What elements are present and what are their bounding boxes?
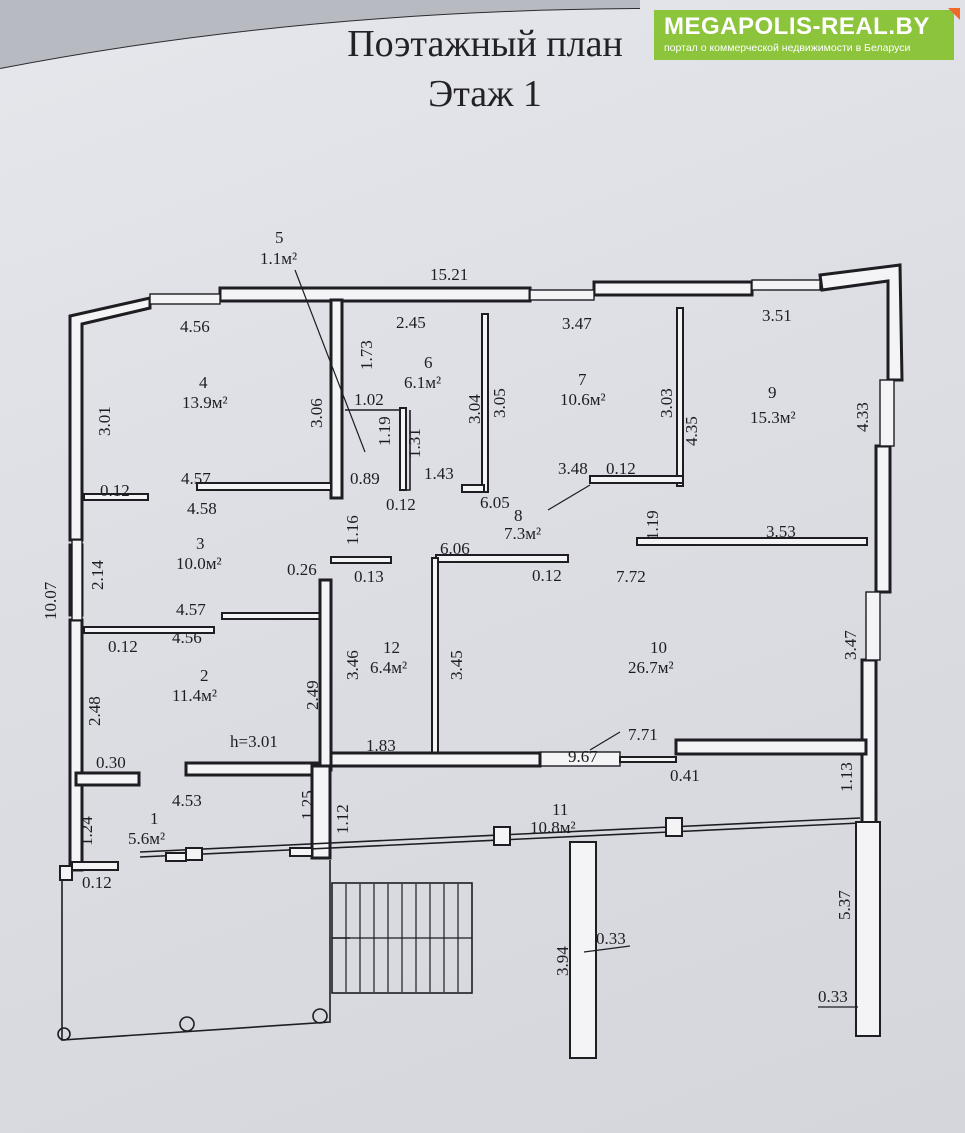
- terrace: [57, 817, 881, 1059]
- dimension: 2.48: [85, 696, 104, 726]
- dimension: 0.33: [596, 929, 626, 948]
- dimension: 2.49: [303, 680, 322, 710]
- windows: [71, 279, 895, 767]
- dimension: 1.24: [77, 816, 96, 846]
- logo-corner-icon: [948, 8, 960, 20]
- room-11-number: 11: [552, 800, 568, 819]
- dimension: 4.35: [682, 416, 701, 446]
- dimension: 0.13: [354, 567, 384, 586]
- room-1-number: 1: [150, 809, 159, 828]
- dimension: 1.13: [837, 762, 856, 792]
- dimension: 4.33: [853, 402, 872, 432]
- dimension: 3.94: [553, 946, 572, 976]
- dimension: 4.58: [187, 499, 217, 518]
- dimension: 1.31: [405, 428, 424, 458]
- dimension: 15.21: [430, 265, 468, 284]
- dimension: 3.48: [558, 459, 588, 478]
- dimension: 0.12: [386, 495, 416, 514]
- dimension: 1.83: [366, 736, 396, 755]
- room-9-number: 9: [768, 383, 777, 402]
- room-10-number: 10: [650, 638, 667, 657]
- dimension: 3.04: [465, 394, 484, 424]
- room-3-area: 10.0м²: [176, 554, 222, 573]
- dimension: 7.72: [616, 567, 646, 586]
- dimension: 1.02: [354, 390, 384, 409]
- dimension: 1.12: [333, 804, 352, 834]
- dimension: 4.56: [172, 628, 202, 647]
- dimension: 1.43: [424, 464, 454, 483]
- dimension: 3.06: [307, 398, 326, 428]
- dimension: 2.45: [396, 313, 426, 332]
- dimension: 3.05: [490, 388, 509, 418]
- dimension: 1.73: [357, 340, 376, 370]
- dimension: 7.71: [628, 725, 658, 744]
- dimension: 4.56: [180, 317, 210, 336]
- room-4-number: 4: [199, 373, 208, 392]
- dimension: 3.45: [447, 650, 466, 680]
- logo-tagline: портал о коммерческой недвижимости в Бел…: [664, 42, 911, 54]
- dimension: 3.53: [766, 522, 796, 541]
- floor-subtitle: Этаж 1: [428, 73, 542, 115]
- ceiling-height: h=3.01: [230, 732, 278, 751]
- dimension: 5.37: [835, 890, 854, 920]
- dimension: 0.30: [96, 753, 126, 772]
- dimension: 3.03: [657, 388, 676, 418]
- room-1-area: 5.6м²: [128, 829, 165, 848]
- room-8-area: 7.3м²: [504, 524, 541, 543]
- room-10-area: 26.7м²: [628, 658, 674, 677]
- room-5-area: 1.1м²: [260, 249, 297, 268]
- room-9-area: 15.3м²: [750, 408, 796, 427]
- room-2-number: 2: [200, 666, 209, 685]
- dimension: 6.05: [480, 493, 510, 512]
- dimension: 4.57: [181, 469, 211, 488]
- dimension: 1.16: [343, 515, 362, 545]
- dimension-labels: 15.21 4.56 2.45 3.47 3.51 1.73 3.06 3.04…: [41, 265, 872, 1006]
- dimension: 2.14: [88, 560, 107, 590]
- dimension: 4.53: [172, 791, 202, 810]
- dimension: 9.67: [568, 747, 598, 766]
- dimension: 0.12: [82, 873, 112, 892]
- dimension: 0.12: [606, 459, 636, 478]
- room-6-area: 6.1м²: [404, 373, 441, 392]
- dimension: 3.47: [841, 630, 860, 660]
- room-5-number: 5: [275, 228, 284, 247]
- plan-title: Поэтажный план: [347, 23, 623, 65]
- room-11-area: 10.8м²: [530, 818, 576, 837]
- room-8-number: 8: [514, 506, 523, 525]
- dimension: 0.12: [108, 637, 138, 656]
- dimension: 0.12: [532, 566, 562, 585]
- dimension: 6.06: [440, 539, 470, 558]
- room-2-area: 11.4м²: [172, 686, 217, 705]
- room-7-number: 7: [578, 370, 587, 389]
- dimension: 1.19: [375, 416, 394, 446]
- room-4-area: 13.9м²: [182, 393, 228, 412]
- dimension: 0.12: [100, 481, 130, 500]
- room-12-area: 6.4м²: [370, 658, 407, 677]
- dimension: 10.07: [41, 581, 60, 620]
- dimension: 1.19: [643, 510, 662, 540]
- dimension: 0.33: [818, 987, 848, 1006]
- dimension: 3.51: [762, 306, 792, 325]
- interior-walls: [74, 298, 868, 860]
- leader-lines: [294, 269, 858, 1008]
- room-7-area: 10.6м²: [560, 390, 606, 409]
- dimension: 3.01: [95, 406, 114, 436]
- room-labels: 1 5.6м² 2 11.4м² 3 10.0м² 4 13.9м² 5 1.1…: [128, 228, 796, 848]
- dimension: 3.46: [343, 650, 362, 680]
- logo-name: MEGAPOLIS-REAL.BY: [664, 13, 930, 40]
- room-6-number: 6: [424, 353, 433, 372]
- room-12-number: 12: [383, 638, 400, 657]
- dimension: 1.25: [298, 790, 317, 820]
- dimension: 3.47: [562, 314, 592, 333]
- dimension: 4.57: [176, 600, 206, 619]
- room-3-number: 3: [196, 534, 205, 553]
- dimension: 0.41: [670, 766, 700, 785]
- dimension: 0.89: [350, 469, 380, 488]
- megapolis-logo[interactable]: MEGAPOLIS-REAL.BY портал о коммерческой …: [654, 8, 960, 60]
- dimension: 0.26: [287, 560, 317, 579]
